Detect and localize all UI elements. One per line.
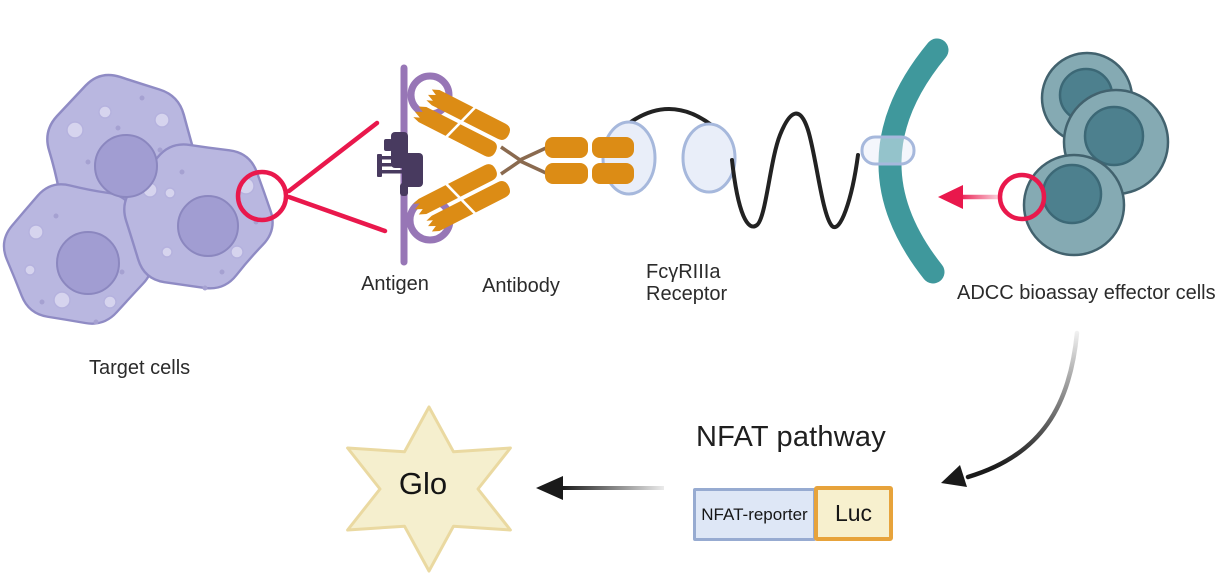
signal-arrow xyxy=(941,330,1080,487)
glo-label: Glo xyxy=(398,466,448,501)
reporter-to-glo-arrow xyxy=(536,476,664,500)
cell-vesicles xyxy=(24,95,259,325)
target-zoom-annotation xyxy=(235,120,388,234)
leader-line xyxy=(286,120,380,194)
transmembrane-segment xyxy=(860,135,916,166)
antibody-illustration xyxy=(411,86,634,235)
effector-cells-illustration xyxy=(1022,51,1170,257)
target-cell-nucleus xyxy=(56,231,120,295)
receptor-label-line1: FcγRIIIa xyxy=(646,261,721,283)
nfat-reporter-box: NFAT-reporter xyxy=(693,488,816,541)
antigen-core xyxy=(377,132,423,196)
fcgriiia-receptor-label: FcγRIIIa Receptor xyxy=(646,261,727,305)
zoom-circle xyxy=(235,169,289,223)
antibody-label: Antibody xyxy=(482,275,560,297)
target-cells-label: Target cells xyxy=(89,357,191,379)
antibody-arm-bottom xyxy=(411,161,513,235)
luc-label: Luc xyxy=(834,500,873,526)
effector-zoom-annotation xyxy=(938,172,1047,222)
effector-cells-label: ADCC bioassay effector cells xyxy=(957,282,1216,304)
antibody-hinge xyxy=(500,145,547,176)
leader-line xyxy=(286,194,388,234)
antibody-fc xyxy=(545,137,634,184)
target-cells-illustration xyxy=(0,63,289,354)
red-arrow-head xyxy=(938,185,963,209)
target-cell-nucleus xyxy=(177,195,239,257)
nfat-reporter-label: NFAT-reporter xyxy=(701,504,808,524)
antigen-label: Antigen xyxy=(361,273,429,295)
receptor-wavy-linker xyxy=(730,111,860,230)
nfat-pathway-label: NFAT pathway xyxy=(696,421,886,453)
receptor-label-line2: Receptor xyxy=(646,283,728,305)
luc-box: Luc xyxy=(814,486,893,541)
antibody-arm-top xyxy=(411,86,513,160)
target-cell-nucleus xyxy=(94,134,158,198)
glo-star xyxy=(346,405,512,573)
